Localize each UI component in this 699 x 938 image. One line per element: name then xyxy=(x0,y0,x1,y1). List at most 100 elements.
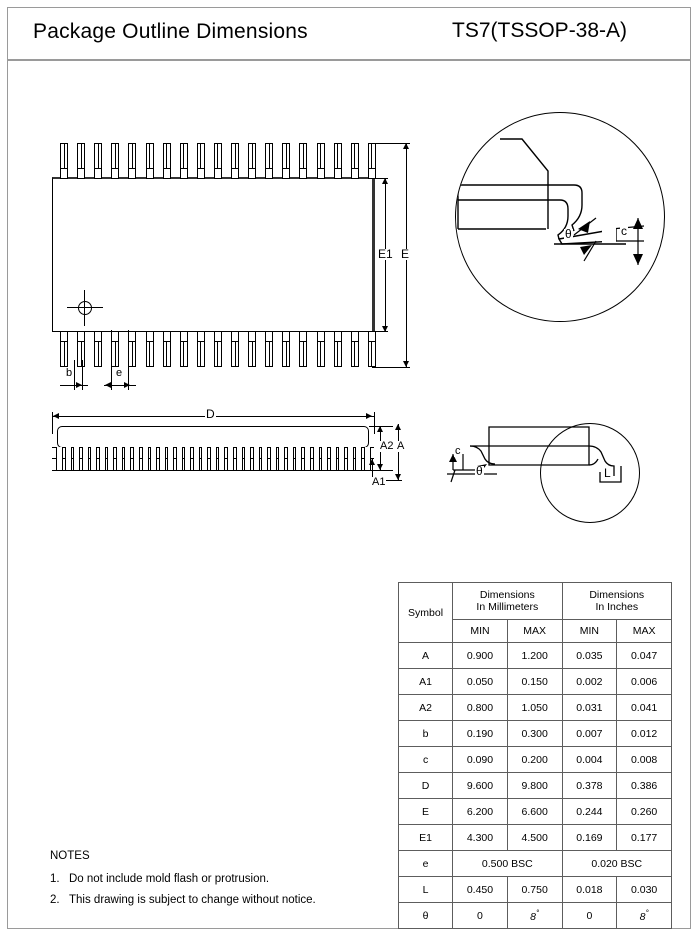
side-lead-10 xyxy=(132,447,140,471)
dim-a-arrow-top xyxy=(395,424,401,430)
lead-bottom-1 xyxy=(60,331,68,367)
lead-bottom-19 xyxy=(367,331,376,367)
dim-e-ext-bottom xyxy=(372,367,410,368)
dim-d-arrow-right xyxy=(366,413,372,419)
dim-label-d: D xyxy=(205,407,216,421)
side-lead-29 xyxy=(295,447,303,471)
note-text: This drawing is subject to change withou… xyxy=(69,894,316,906)
note-item: 2.This drawing is subject to change with… xyxy=(50,890,316,911)
cell-in-min: 0.007 xyxy=(561,720,618,747)
detail-bottom-label-c: c xyxy=(454,445,462,457)
dim-e-ext-top xyxy=(372,143,410,144)
side-lead-9 xyxy=(124,447,132,471)
cell-in-min: 0.035 xyxy=(561,642,618,669)
dim-b-ext-left xyxy=(74,360,75,390)
header-symbol: Symbol xyxy=(397,582,454,643)
table-header-group-row: Symbol Dimensions In Millimeters Dimensi… xyxy=(397,582,673,643)
page-frame xyxy=(7,7,691,929)
cell-mm-min: 6.200 xyxy=(452,798,508,825)
lead-top-16 xyxy=(316,143,325,179)
dim-label-a1: A1 xyxy=(371,476,387,488)
cell-symbol: L xyxy=(397,876,454,903)
side-lead-24 xyxy=(252,447,260,471)
lead-bottom-2 xyxy=(77,331,86,367)
side-lead-18 xyxy=(201,447,209,471)
cell-symbol: e xyxy=(397,850,454,877)
cell-in-min: 0.378 xyxy=(561,772,618,799)
lead-top-12 xyxy=(248,143,257,179)
dim-e-arrow-top xyxy=(403,143,409,149)
dim-e-pitch-ext-left xyxy=(111,330,112,390)
side-lead-12 xyxy=(150,447,158,471)
cell-mm-min: 0 xyxy=(452,902,508,929)
cell-in-max: 0.041 xyxy=(616,694,672,721)
side-lead-34 xyxy=(338,447,346,471)
lead-top-11 xyxy=(231,143,239,179)
lead-top-3 xyxy=(94,143,103,179)
note-number: 1. xyxy=(50,873,60,885)
cell-mm-min: 0.050 xyxy=(452,668,508,695)
lead-bottom-17 xyxy=(333,331,342,367)
header-mm-line2: In Millimeters xyxy=(476,601,539,613)
lead-top-10 xyxy=(213,143,222,179)
dim-e-pitch-arrow-left xyxy=(105,382,111,388)
lead-bottom-12 xyxy=(248,331,257,367)
lead-bottom-14 xyxy=(282,331,291,367)
cell-mm-max: 8° xyxy=(506,902,563,929)
side-lead-4 xyxy=(81,447,89,471)
dim-b-arrow xyxy=(76,382,82,388)
lead-top-15 xyxy=(299,143,308,179)
lead-bottom-6 xyxy=(145,331,154,367)
detail-label-c: c xyxy=(620,224,628,238)
dim-e-pitch-arrow-right xyxy=(124,382,130,388)
lead-top-9 xyxy=(196,143,205,179)
dim-d-arrow-left xyxy=(53,413,59,419)
side-lead-16 xyxy=(184,447,192,471)
dim-e-arrow-bottom xyxy=(403,361,409,367)
lead-top-18 xyxy=(350,143,359,179)
lead-bottom-15 xyxy=(299,331,308,367)
cell-symbol: A xyxy=(397,642,454,669)
side-lead-35 xyxy=(346,447,354,471)
dim-e1-arrow-top xyxy=(382,178,388,184)
dim-e-pitch-line xyxy=(104,385,136,386)
side-lead-2 xyxy=(64,447,72,471)
notes-title: NOTES xyxy=(50,850,90,862)
c-arrow-detail xyxy=(449,454,457,462)
dim-label-b: b xyxy=(65,367,74,379)
cell-mm-max: 0.200 xyxy=(506,746,563,773)
lead-foot-detail-view: c θ L xyxy=(425,420,675,530)
cell-symbol: D xyxy=(397,772,454,799)
top-view-drawing: E1 E b e xyxy=(0,0,440,390)
dim-label-e-pitch: e xyxy=(115,367,124,379)
dim-d-ext-right xyxy=(374,412,375,434)
header-mm-min: MIN xyxy=(452,619,508,643)
cell-in-max: 0.012 xyxy=(616,720,672,747)
lead-detail-view: θ c xyxy=(455,112,665,322)
theta-arrow-upper xyxy=(578,221,590,233)
lead-top-17 xyxy=(333,143,342,179)
dim-a-line xyxy=(398,424,399,480)
cell-in-max: 8° xyxy=(616,902,672,929)
cell-mm-max: 4.500 xyxy=(506,824,563,851)
dim-a-ext-bottom xyxy=(374,480,402,481)
lead-bottom-16 xyxy=(316,331,325,367)
side-lead-30 xyxy=(303,447,311,471)
package-body-side xyxy=(57,426,369,448)
cell-symbol: θ xyxy=(397,902,454,929)
cell-in-max: 0.030 xyxy=(616,876,672,903)
header-in-line1: Dimensions xyxy=(589,589,645,601)
cell-in-max: 0.006 xyxy=(616,668,672,695)
cell-in-span: 0.020 BSC xyxy=(561,850,673,877)
dim-a2-ext-top xyxy=(369,426,393,427)
dim-label-a: A xyxy=(396,440,406,452)
side-lead-31 xyxy=(312,447,320,471)
dim-label-a2: A2 xyxy=(379,440,395,452)
